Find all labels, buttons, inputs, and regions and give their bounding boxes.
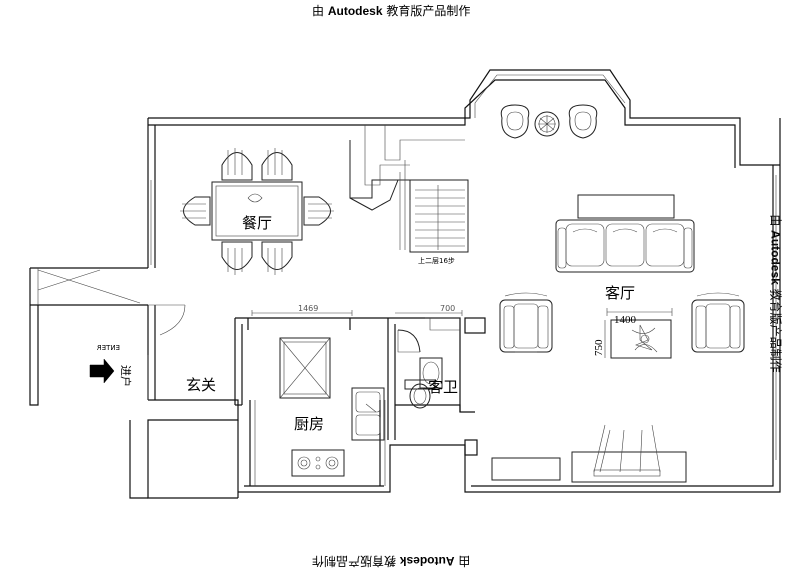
room-label-dining: 餐厅 [242, 214, 272, 232]
washbasin [419, 357, 443, 389]
kitchen-width-dim: 1469 [298, 304, 318, 313]
entrance-arrow-icon [89, 358, 115, 384]
room-label-living: 客厅 [605, 284, 635, 302]
armchair-left [499, 292, 553, 353]
shower-corner [397, 329, 421, 353]
dining-chair [221, 148, 253, 181]
bay-seating [500, 104, 598, 139]
lounge-chair [568, 104, 598, 139]
interior-walls [234, 317, 486, 486]
dining-chair [303, 196, 334, 226]
room-label-guest-bath: 客卫 [428, 378, 458, 396]
watermark-top: 由 Autodesk 教育版产品制作 [312, 2, 470, 19]
living-room-furniture: 1400 750 客厅 [491, 194, 745, 483]
table-length-dim: 1400 [614, 314, 637, 326]
armchair-right [691, 292, 745, 353]
kitchen-sink [351, 387, 385, 441]
bath-width-dim: 700 [440, 304, 455, 313]
dining-chair [180, 196, 211, 226]
room-label-foyer: 玄关 [186, 376, 216, 394]
outer-walls [29, 69, 781, 499]
dining-chair [261, 241, 293, 275]
staircase: 上二层16步 [349, 125, 469, 265]
foyer: 玄关 进户 ENTER [89, 304, 216, 400]
coffee-table: 1400 750 [593, 308, 673, 359]
table-width-dim: 750 [593, 339, 605, 356]
room-label-kitchen: 厨房 [294, 415, 324, 433]
dining-chair [261, 148, 293, 181]
watermark-prefix: 由 [312, 4, 325, 18]
entrance-label: 进户 [119, 365, 133, 387]
gas-stove [291, 449, 345, 477]
lounge-chair [500, 104, 530, 139]
dimension-lines: 1469 700 [251, 304, 463, 316]
kitchen-fixtures: 厨房 [279, 337, 385, 477]
sofa [555, 219, 695, 273]
watermark-suffix: 教育版产品制作 [386, 4, 471, 18]
dining-chair [221, 241, 253, 275]
bath-fixtures: 客卫 [397, 318, 460, 409]
toilet [404, 379, 436, 409]
fridge [279, 337, 331, 399]
side-table-plant [534, 111, 560, 137]
tv-cabinet-left [491, 457, 561, 481]
watermark-brand: Autodesk [327, 4, 383, 18]
entrance-mirrored-text: ENTER [97, 344, 120, 352]
stair-note: 上二层16步 [418, 256, 455, 265]
dining-set: 餐厅 [180, 148, 334, 275]
tv-unit [571, 424, 687, 483]
